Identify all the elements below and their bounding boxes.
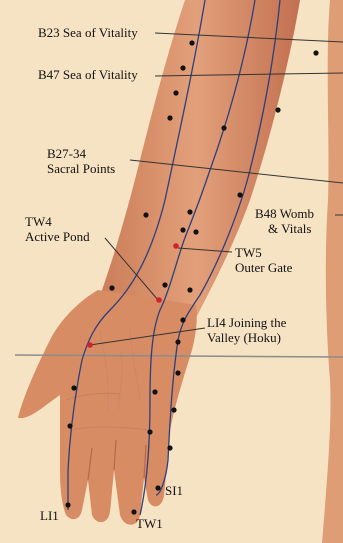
label-tw4-line1: TW4 — [25, 214, 52, 229]
label-li4-line2: Valley (Hoku) — [207, 330, 281, 345]
label-tw1: TW1 — [136, 516, 163, 531]
label-si1: SI1 — [165, 483, 183, 498]
label-b27-line2: Sacral Points — [47, 161, 115, 176]
label-b48-line1: B48 Womb — [255, 206, 314, 221]
label-b27-line1: B27-34 — [47, 146, 86, 161]
label-li4-line1: LI4 Joining the — [207, 315, 286, 330]
label-tw4-line2: Active Pond — [25, 229, 90, 244]
label-tw5-line2: Outer Gate — [235, 260, 292, 275]
label-b47: B47 Sea of Vitality — [38, 67, 138, 82]
label-b23: B23 Sea of Vitality — [38, 25, 138, 40]
label-tw5-line1: TW5 — [235, 245, 262, 260]
label-b48-line2: & Vitals — [268, 221, 311, 236]
label-li1: LI1 — [40, 508, 59, 523]
torso-silhouette — [322, 0, 343, 543]
